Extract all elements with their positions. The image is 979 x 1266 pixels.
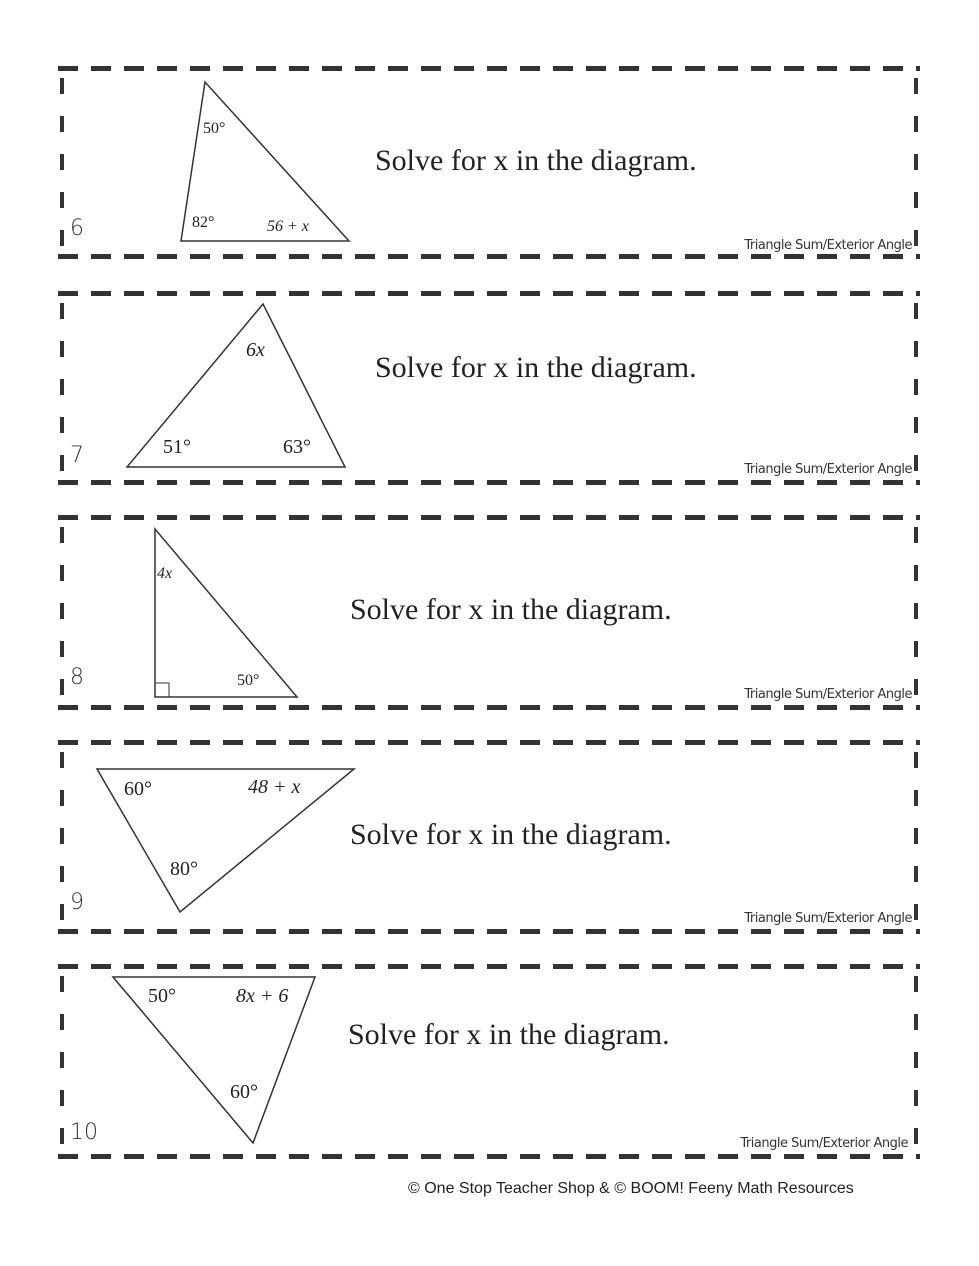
dashed-border <box>58 964 920 969</box>
dashed-border <box>58 929 920 934</box>
topic-tag: Triangle Sum/Exterior Angle <box>740 1136 908 1151</box>
angle-label: 51° <box>163 436 191 458</box>
angle-label: 60° <box>230 1081 258 1103</box>
triangle-diagram <box>180 80 351 242</box>
dashed-border <box>58 1154 920 1159</box>
dashed-border <box>60 752 64 922</box>
angle-label: 82° <box>192 214 215 231</box>
angle-label: 50° <box>237 672 260 689</box>
task-card-8: 8 Solve for x in the diagram. Triangle S… <box>58 515 920 710</box>
problem-prompt: Solve for x in the diagram. <box>375 351 697 384</box>
dashed-border <box>58 740 920 745</box>
topic-tag: Triangle Sum/Exterior Angle <box>744 238 912 253</box>
dashed-border <box>58 291 920 296</box>
angle-label: 50° <box>203 120 226 137</box>
problem-prompt: Solve for x in the diagram. <box>350 818 672 851</box>
task-card-9: 9 Solve for x in the diagram. Triangle S… <box>58 740 920 934</box>
dashed-border <box>58 515 920 520</box>
angle-label: 4x <box>157 565 173 582</box>
dashed-border <box>914 303 918 473</box>
dashed-border <box>914 976 918 1147</box>
angle-label: 8x + 6 <box>236 985 289 1007</box>
angle-label: 60° <box>124 778 152 800</box>
angle-label: 63° <box>283 436 311 458</box>
problem-number: 8 <box>70 665 84 690</box>
dashed-border <box>60 527 64 698</box>
task-card-10: 10 Solve for x in the diagram. Triangle … <box>58 964 920 1159</box>
triangle-diagram <box>111 976 317 1145</box>
copyright-footer: © One Stop Teacher Shop & © BOOM! Feeny … <box>408 1180 854 1197</box>
angle-label: 48 + x <box>248 776 301 798</box>
topic-tag: Triangle Sum/Exterior Angle <box>744 911 912 926</box>
problem-prompt: Solve for x in the diagram. <box>375 144 697 177</box>
dashed-border <box>60 78 64 247</box>
problem-number: 9 <box>70 890 84 915</box>
problem-number: 7 <box>70 443 84 468</box>
task-card-6: 6 Solve for x in the diagram. Triangle S… <box>58 66 920 259</box>
dashed-border <box>58 254 920 259</box>
problem-number: 10 <box>70 1120 98 1145</box>
problem-prompt: Solve for x in the diagram. <box>350 593 672 626</box>
angle-label: 80° <box>170 858 198 880</box>
topic-tag: Triangle Sum/Exterior Angle <box>744 462 912 477</box>
dashed-border <box>58 66 920 71</box>
dashed-border <box>58 480 920 485</box>
topic-tag: Triangle Sum/Exterior Angle <box>744 687 912 702</box>
dashed-border <box>914 527 918 698</box>
angle-label: 50° <box>148 985 176 1007</box>
task-card-7: 7 Solve for x in the diagram. Triangle S… <box>58 291 920 485</box>
triangle-diagram <box>154 526 299 698</box>
problem-prompt: Solve for x in the diagram. <box>348 1018 670 1051</box>
angle-label: 56 + x <box>267 218 309 235</box>
dashed-border <box>914 752 918 922</box>
problem-number: 6 <box>70 216 84 241</box>
dashed-border <box>914 78 918 247</box>
triangle-diagram <box>95 768 357 914</box>
dashed-border <box>60 303 64 473</box>
dashed-border <box>58 705 920 710</box>
angle-label: 6x <box>246 339 265 361</box>
triangle-diagram <box>125 302 347 468</box>
dashed-border <box>60 976 64 1147</box>
